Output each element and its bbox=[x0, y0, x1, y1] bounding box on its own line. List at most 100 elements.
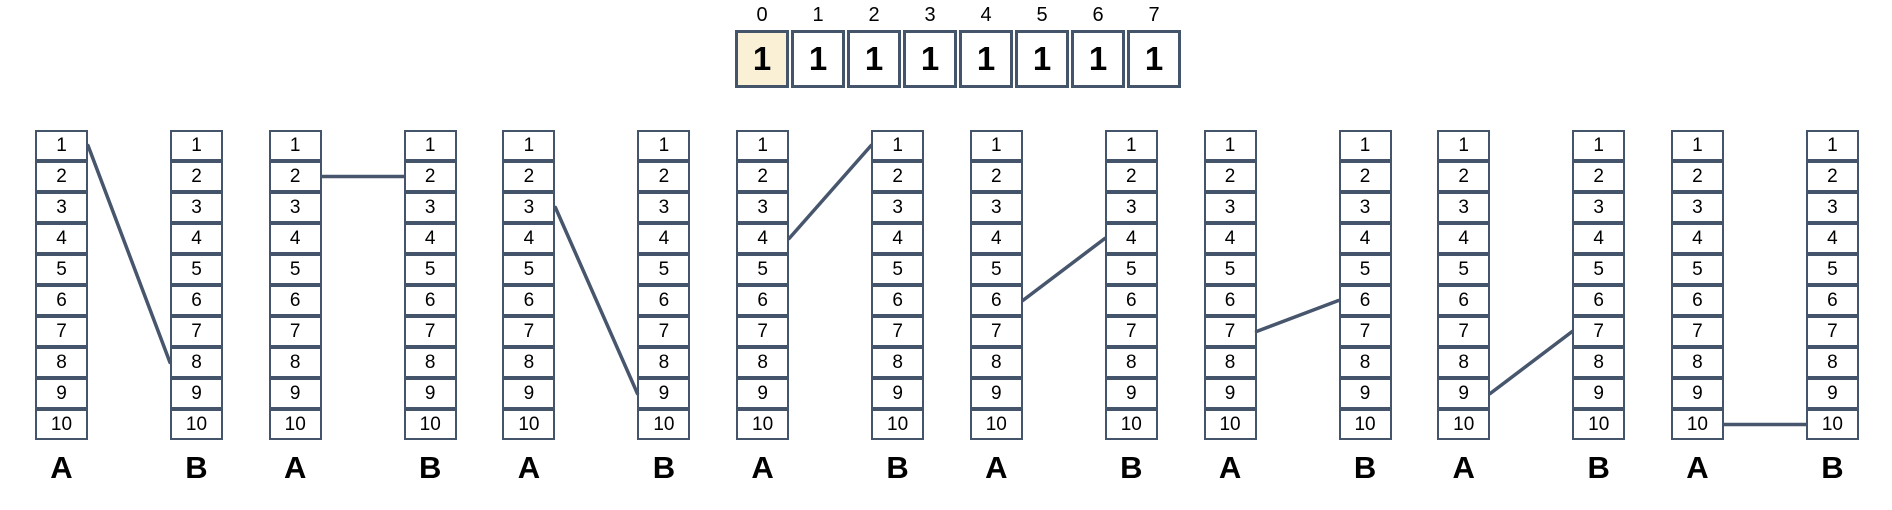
column-cell: 9 bbox=[1670, 378, 1724, 409]
column-label-b: B bbox=[1821, 450, 1844, 485]
column-cell: 10 bbox=[969, 409, 1023, 440]
column-cell: 5 bbox=[1805, 254, 1859, 285]
array-cell: 1 bbox=[1015, 30, 1069, 88]
column-cell: 10 bbox=[502, 409, 556, 440]
column-cell: 5 bbox=[268, 254, 322, 285]
column-cell: 8 bbox=[1203, 347, 1257, 378]
column-cell: 2 bbox=[1572, 161, 1626, 192]
column-cell: 5 bbox=[1670, 254, 1724, 285]
column-cell: 4 bbox=[1437, 223, 1491, 254]
array-index-label: 3 bbox=[924, 4, 936, 26]
column-cell: 9 bbox=[1203, 378, 1257, 409]
column-cell: 6 bbox=[502, 285, 556, 316]
column-cell: 9 bbox=[268, 378, 322, 409]
column-cell: 6 bbox=[268, 285, 322, 316]
column-cell: 10 bbox=[1572, 409, 1626, 440]
column-cell: 5 bbox=[1104, 254, 1158, 285]
column-cell: 1 bbox=[35, 130, 88, 161]
column-cell: 3 bbox=[1805, 192, 1859, 223]
column-cell: 5 bbox=[871, 254, 925, 285]
column-label-a: A bbox=[1686, 450, 1709, 485]
column-cell: 10 bbox=[736, 409, 790, 440]
column-cell: 2 bbox=[1203, 161, 1257, 192]
column-cell: 6 bbox=[1437, 285, 1491, 316]
array-index-label: 2 bbox=[868, 4, 880, 26]
column-cell: 3 bbox=[1104, 192, 1158, 223]
column-cell: 6 bbox=[35, 285, 88, 316]
column-cell: 8 bbox=[637, 347, 691, 378]
column-cell: 2 bbox=[268, 161, 322, 192]
column-cell: 10 bbox=[1104, 409, 1158, 440]
array-index-label: 6 bbox=[1092, 4, 1104, 26]
column-cell: 1 bbox=[1572, 130, 1626, 161]
column-cell: 4 bbox=[35, 223, 88, 254]
column-cell: 4 bbox=[1203, 223, 1257, 254]
column-cell: 4 bbox=[268, 223, 322, 254]
column-cell: 3 bbox=[1572, 192, 1626, 223]
column-cell: 8 bbox=[1670, 347, 1724, 378]
column-cell: 9 bbox=[1805, 378, 1859, 409]
column-cell: 2 bbox=[1805, 161, 1859, 192]
column-cell: 8 bbox=[268, 347, 322, 378]
column-cell: 8 bbox=[871, 347, 925, 378]
column-cell: 2 bbox=[1437, 161, 1491, 192]
column-cell: 6 bbox=[1805, 285, 1859, 316]
column-cell: 6 bbox=[1572, 285, 1626, 316]
column-cell: 6 bbox=[637, 285, 691, 316]
array-index-label: 5 bbox=[1036, 4, 1048, 26]
column-cell: 4 bbox=[871, 223, 925, 254]
column-cell: 1 bbox=[403, 130, 457, 161]
column-cell: 10 bbox=[1805, 409, 1859, 440]
column-cell: 2 bbox=[969, 161, 1023, 192]
column-cell: 10 bbox=[637, 409, 691, 440]
column-cell: 5 bbox=[1203, 254, 1257, 285]
array-index-label: 4 bbox=[980, 4, 992, 26]
column-cell: 5 bbox=[502, 254, 556, 285]
column-label-b: B bbox=[1587, 450, 1610, 485]
column-cell: 5 bbox=[1437, 254, 1491, 285]
column-cell: 6 bbox=[1670, 285, 1724, 316]
column-cell: 10 bbox=[1203, 409, 1257, 440]
column-cell: 4 bbox=[1670, 223, 1724, 254]
column-cell: 1 bbox=[1104, 130, 1158, 161]
column-cell: 4 bbox=[1338, 223, 1392, 254]
column-cell: 9 bbox=[403, 378, 457, 409]
array-cell: 1 bbox=[1127, 30, 1181, 88]
column-cell: 1 bbox=[1670, 130, 1724, 161]
column-cell: 2 bbox=[1104, 161, 1158, 192]
column-cell: 8 bbox=[1572, 347, 1626, 378]
column-cell: 4 bbox=[1572, 223, 1626, 254]
column-cell: 7 bbox=[637, 316, 691, 347]
column-cell: 3 bbox=[170, 192, 223, 223]
column-cell: 1 bbox=[1805, 130, 1859, 161]
column-cell: 3 bbox=[502, 192, 556, 223]
column-cell: 7 bbox=[35, 316, 88, 347]
column-cell: 3 bbox=[268, 192, 322, 223]
column-cell: 1 bbox=[170, 130, 223, 161]
column-cell: 2 bbox=[637, 161, 691, 192]
column-cell: 2 bbox=[1338, 161, 1392, 192]
column-cell: 6 bbox=[736, 285, 790, 316]
column-label-b: B bbox=[886, 450, 909, 485]
column-cell: 10 bbox=[1338, 409, 1392, 440]
column-cell: 5 bbox=[637, 254, 691, 285]
column-cell: 10 bbox=[35, 409, 88, 440]
column-cell: 2 bbox=[502, 161, 556, 192]
